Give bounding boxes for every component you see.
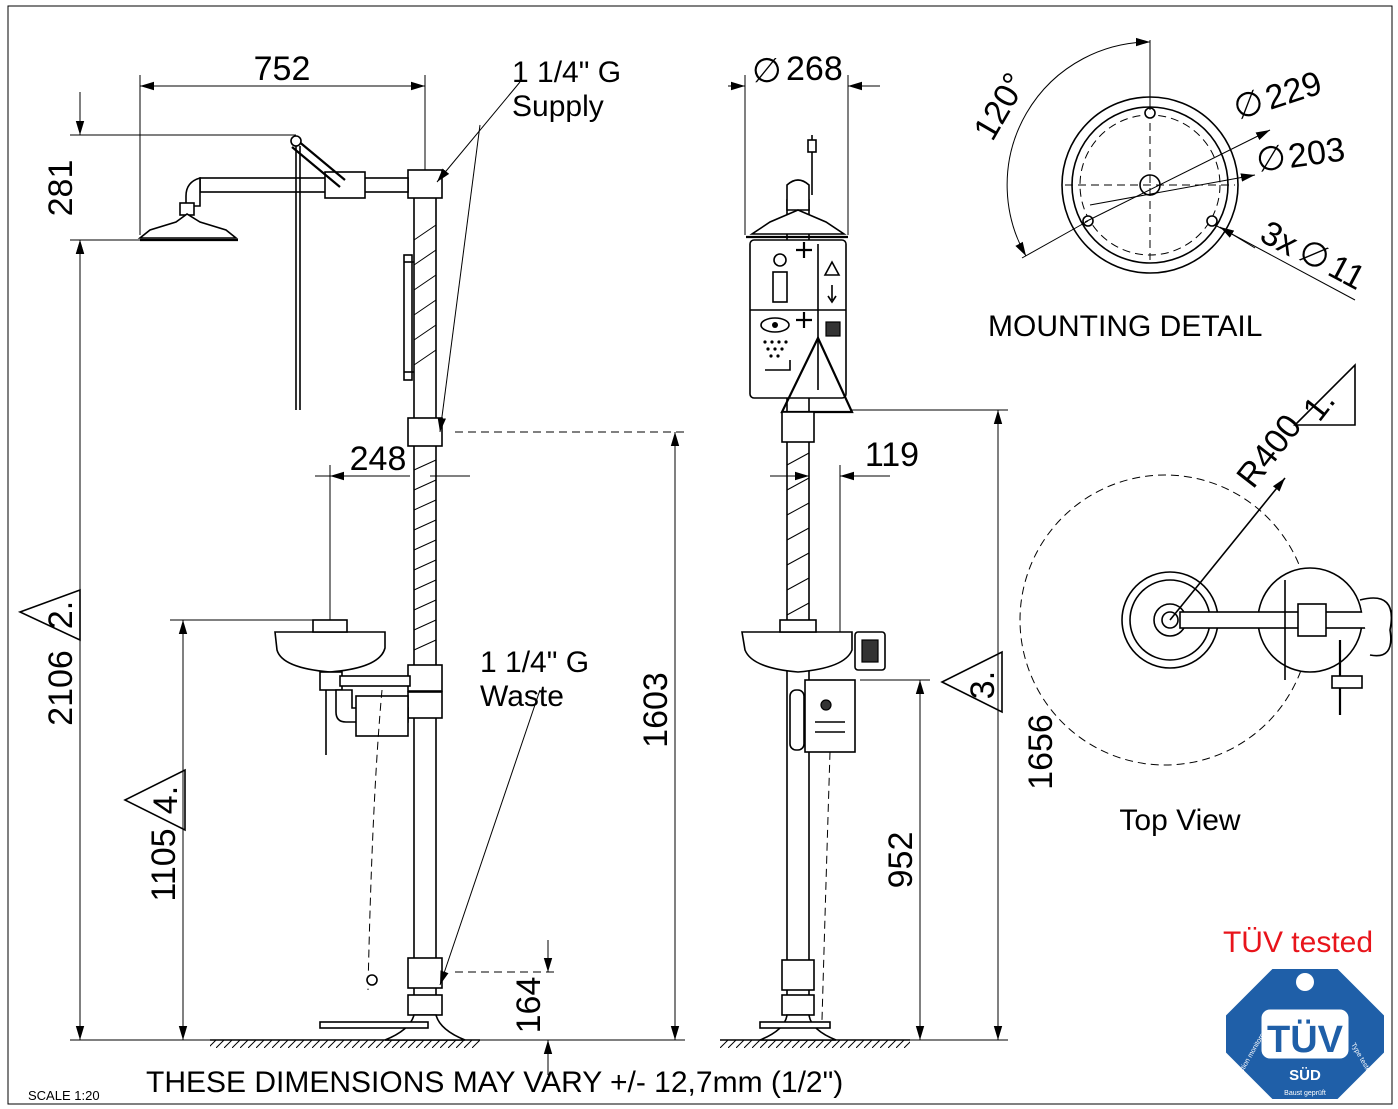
tuv-tested-label: TÜV tested — [1223, 926, 1373, 959]
dim-164: 164 — [510, 977, 548, 1034]
mounting-detail — [1006, 37, 1356, 301]
waste-label-1: 1 1/4" G — [480, 646, 589, 679]
top-view-title: Top View — [1119, 804, 1241, 837]
marker-4: 4. — [147, 786, 185, 814]
tuv-seal-main: TÜV — [1267, 1018, 1344, 1061]
mount-d229: 229 — [1261, 64, 1327, 118]
dim-281: 281 — [42, 160, 80, 217]
scale-label: SCALE 1:20 — [28, 1088, 100, 1103]
dim-119: 119 — [865, 436, 919, 474]
supply-label-1: 1 1/4" G — [512, 56, 621, 89]
tuv-seal-icon: TÜV SÜD Production monitored Type tested… — [1224, 967, 1386, 1101]
waste-label-2: Waste — [480, 680, 564, 713]
tuv-seal-sub: SÜD — [1289, 1067, 1321, 1084]
angle-120: 120° — [966, 67, 1034, 147]
dim-752: 752 — [254, 50, 311, 88]
disclaimer: THESE DIMENSIONS MAY VARY +/- 12,7mm (1/… — [146, 1066, 843, 1099]
mount-d203-symbol: ∅ — [1254, 138, 1289, 180]
revision-markers — [17, 363, 1356, 832]
side-view — [741, 135, 886, 1041]
dim-2106: 2106 — [42, 650, 80, 726]
marker-3: 3. — [964, 671, 1002, 699]
marker-2: 2. — [42, 601, 80, 629]
dim-1105: 1105 — [145, 828, 183, 901]
front-view — [137, 135, 466, 1041]
dim-268-symbol: ∅ — [752, 52, 782, 90]
top-view — [1019, 474, 1393, 766]
tuv-seal-bottom: Baust geprüft — [1284, 1090, 1326, 1097]
mounting-detail-title: MOUNTING DETAIL — [988, 310, 1262, 343]
dim-1603: 1603 — [637, 672, 675, 748]
dim-952: 952 — [882, 832, 920, 889]
mount-d203: 203 — [1286, 130, 1347, 176]
marker-1: 1. — [1296, 382, 1343, 428]
dim-268: 268 — [786, 50, 843, 88]
floor-lines — [210, 1039, 910, 1048]
supply-label-2: Supply — [512, 90, 604, 123]
dim-r400: R400 — [1229, 408, 1309, 495]
drawing-frame — [7, 5, 1393, 1105]
dim-248: 248 — [350, 440, 407, 478]
dim-1656: 1656 — [1022, 714, 1060, 790]
